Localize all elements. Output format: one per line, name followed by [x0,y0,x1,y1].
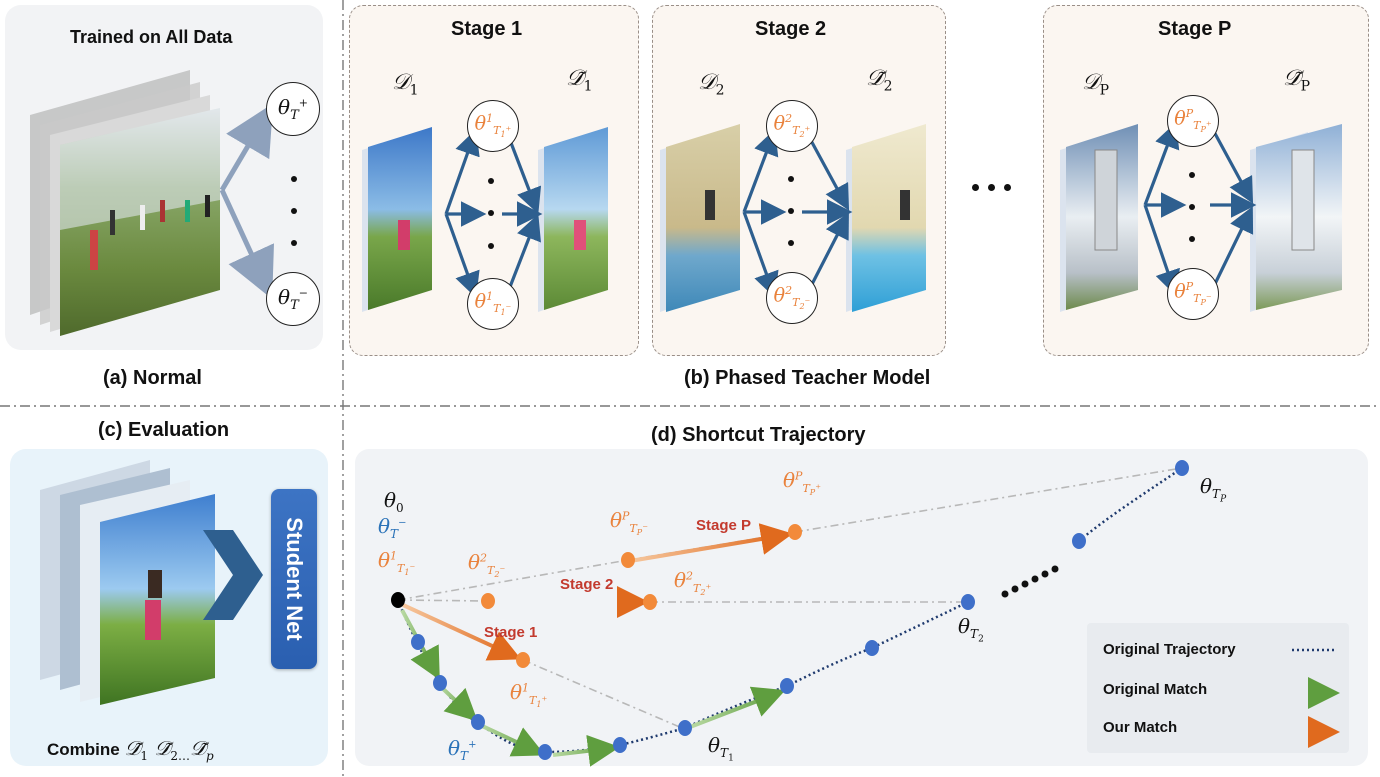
ellipsis-dot [291,208,297,214]
stage-p-d-tilde-label: 𝒟̃P [1283,66,1310,95]
theta-tp-label: θTP [1200,474,1227,505]
stage-2-theta-minus-node: θ2T2⁻ [766,272,818,324]
theta-0-label: θ0 [384,488,404,515]
stage-p-arrow-label: Stage P [696,517,752,534]
stage-p-d-label: 𝒟P [1082,70,1109,99]
theta-t1-1-minus-label: θ1T1⁻ [378,548,416,578]
stage-p-theta-plus-node: θPTP⁺ [1167,95,1219,147]
stage-1-theta-minus-node: θ1T1⁻ [467,278,519,330]
theta-tp-p-plus-label: θPTP⁺ [783,468,821,498]
ellipsis-dot [1189,236,1195,242]
stage-p-theta-minus-node: θPTP⁻ [1167,268,1219,320]
theta-t-minus-node: θT− [266,272,320,326]
ellipsis-dot [291,240,297,246]
legend-our-match-label: Our Match [1103,719,1178,736]
legend-box: Original Trajectory Original Match Our M… [1087,623,1349,753]
theta-t2-2-plus-label: θ2T2⁺ [674,568,712,598]
stage-1-d-tilde-label: 𝒟̃1 [566,66,593,95]
stages-ellipsis-dot [988,184,995,191]
panel-a-title: Trained on All Data [70,27,233,47]
panel-a-caption: (a) Normal [103,367,202,389]
ellipsis-dot [488,178,494,184]
panel-c-caption: (c) Evaluation [98,419,230,441]
stage-p-title: Stage P [1158,18,1232,40]
ellipsis-dot [1189,204,1195,210]
theta-t2-2-minus-label: θ2T2⁻ [468,550,506,580]
theta-t1-label: θT1 [708,733,734,764]
theta-t1-1-plus-label: θ1T1⁺ [510,680,548,710]
stage-1-d-label: 𝒟1 [392,70,419,99]
panel-a-image-stack [30,70,220,336]
ellipsis-dot [788,176,794,182]
stage-2-title: Stage 2 [755,18,827,40]
stages-ellipsis-dot [972,184,979,191]
panel-b-caption: (b) Phased Teacher Model [684,367,931,389]
theta-t2-label: θT2 [958,614,984,645]
stages-ellipsis-dot [1004,184,1011,191]
theta-t-plus-node: θT+ [266,82,320,136]
ellipsis-dot [788,240,794,246]
legend-original-match-label: Original Match [1103,681,1208,698]
ellipsis-dot [291,176,297,182]
theta-tp-p-minus-label: θPTP⁻ [610,508,648,538]
stage-2-d-tilde-label: 𝒟̃2 [866,66,893,95]
panel-d-caption: (d) Shortcut Trajectory [651,424,866,446]
stage-1-theta-plus-node: θ1T1⁺ [467,100,519,152]
panel-c-image-stack [40,460,215,705]
panel-b-graphics [362,122,1342,312]
ellipsis-dot [1189,172,1195,178]
chevron-right-icon [203,530,263,620]
panel-c-combine-label: Combine 𝒟̃1 𝒟̃2…𝒟̃p [47,736,214,763]
ellipsis-dot [488,243,494,249]
stage-2-d-label: 𝒟2 [698,70,725,99]
panel-a-arrows [219,103,274,300]
stage-2-arrow-label: Stage 2 [560,576,614,593]
ellipsis-dot [488,210,494,216]
stage-2-theta-plus-node: θ2T2⁺ [766,100,818,152]
theta-t-plus-label: θT+ [448,736,477,763]
stage-1-title: Stage 1 [451,18,523,40]
legend-original-trajectory-label: Original Trajectory [1103,641,1236,658]
stage-1-arrow-label: Stage 1 [484,624,538,641]
student-net-box: Student Net [271,489,317,669]
legend-swatches [1290,648,1340,748]
ellipsis-dot [788,208,794,214]
theta-t-minus-label: θT− [378,514,407,541]
